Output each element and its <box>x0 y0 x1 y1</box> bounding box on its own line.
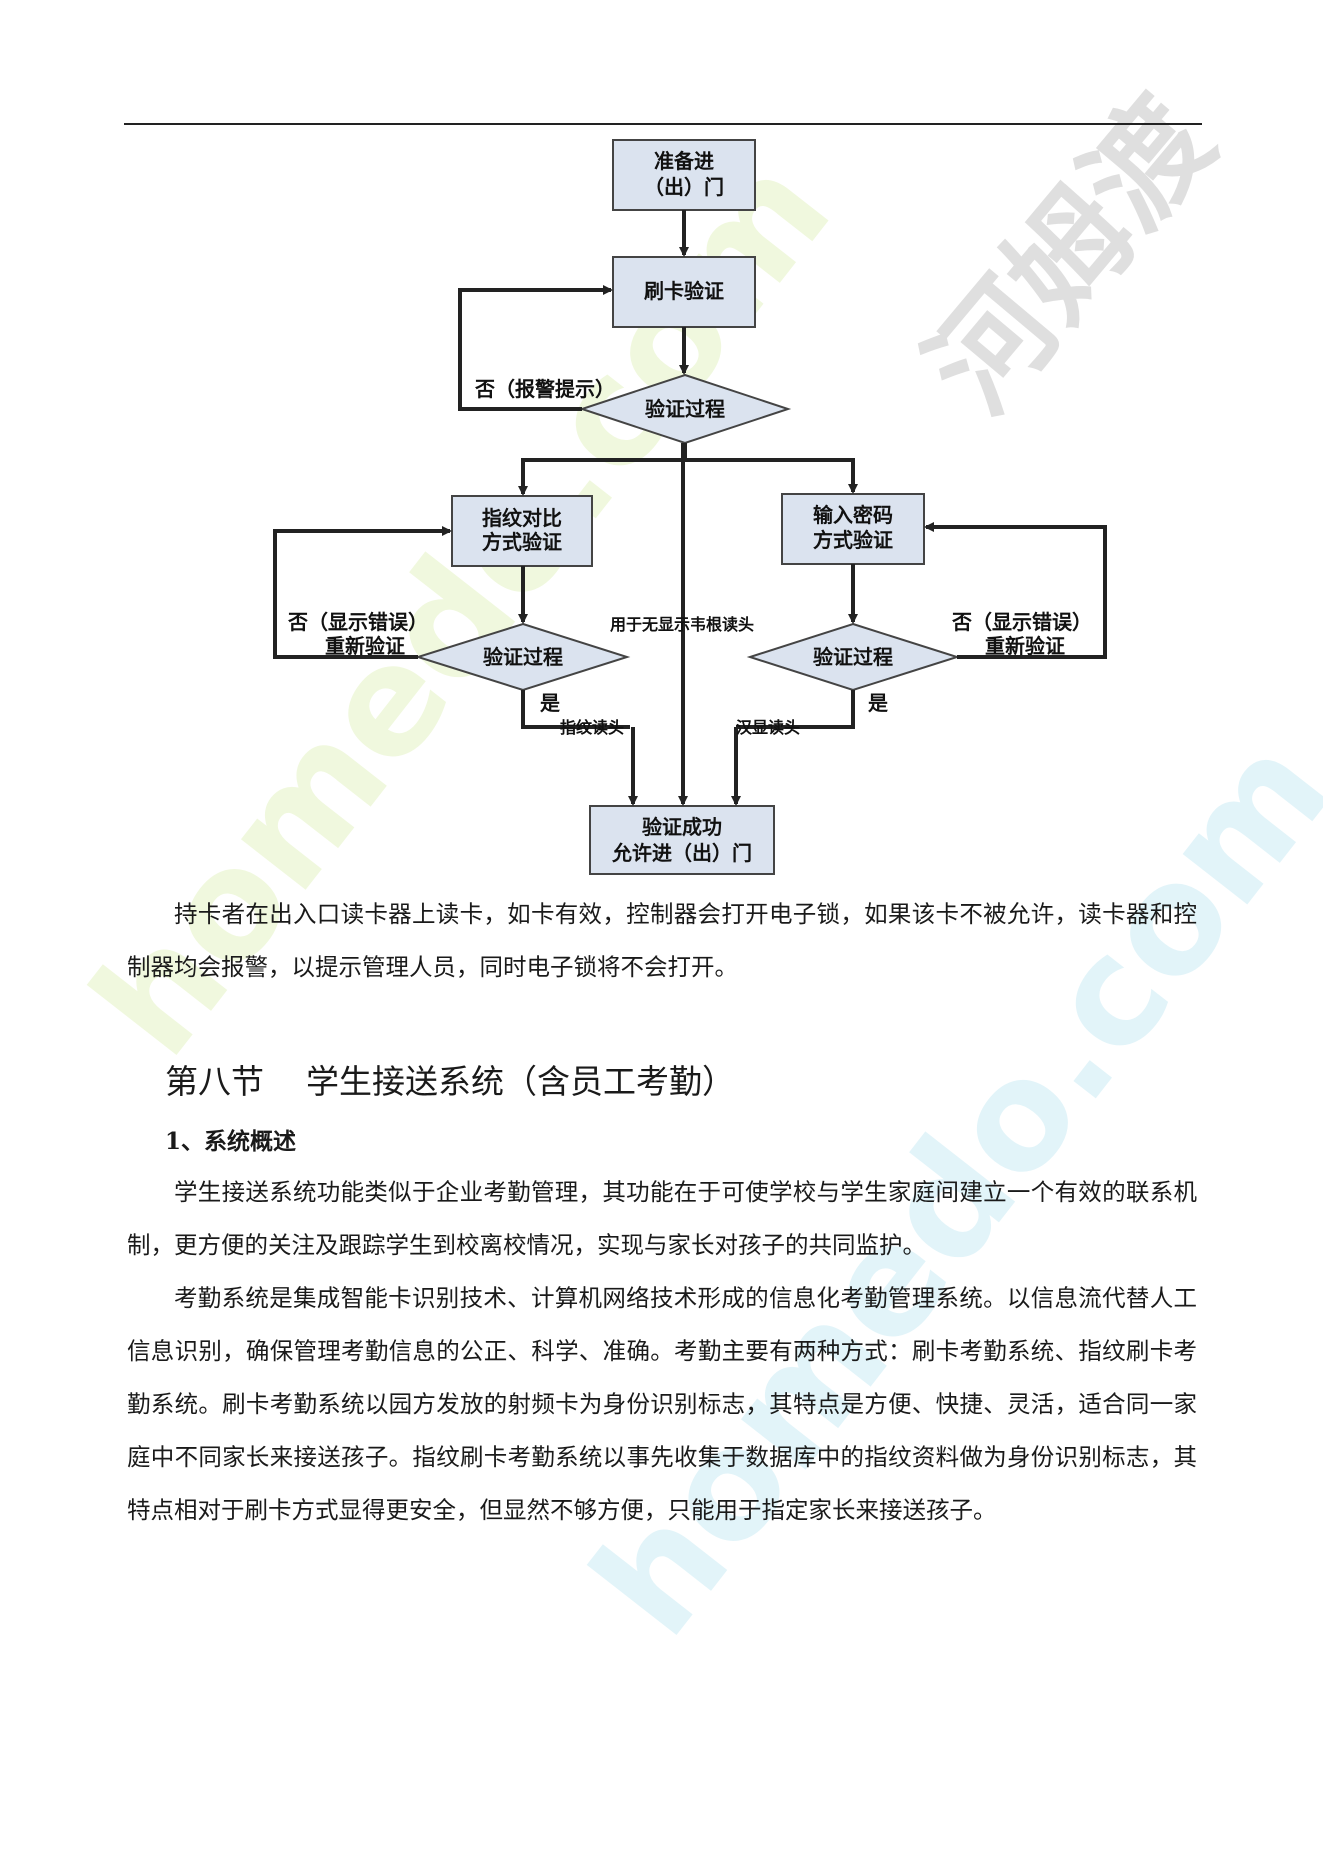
section-heading: 第八节 学生接送系统（含员工考勤） <box>165 1055 735 1103</box>
card-verify-box <box>612 256 756 328</box>
card-verify-label: 刷卡验证 <box>644 279 724 303</box>
paragraph-intro: 持卡者在出入口读卡器上读卡，如卡有效，控制器会打开电子锁，如果该卡不被允许，读卡… <box>127 900 1197 981</box>
yes-right-label: 是 <box>867 691 888 715</box>
password-label-2: 方式验证 <box>813 528 893 552</box>
verify-left-label: 验证过程 <box>483 645 563 669</box>
section-title: 学生接送系统（含员工考勤） <box>306 1062 735 1101</box>
fingerprint-box <box>451 495 593 567</box>
success-box <box>589 805 775 875</box>
no-alarm-label: 否（报警提示） <box>474 377 615 401</box>
start-label-2: （出）门 <box>644 175 724 199</box>
paragraph-2: 考勤系统是集成智能卡识别技术、计算机网络技术形成的信息化考勤管理系统。以信息流代… <box>127 1284 1197 1524</box>
arrow-no-alarm-loop <box>458 285 613 411</box>
start-label-1: 准备进 <box>654 149 714 173</box>
verify-main-label: 验证过程 <box>645 397 725 421</box>
fingerprint-label-1: 指纹对比 <box>482 506 562 530</box>
section-number: 第八节 <box>165 1062 264 1101</box>
fingerprint-label-2: 方式验证 <box>482 530 562 554</box>
line-right-yes <box>736 690 855 729</box>
arrow-verify-to-fingerprint <box>518 443 687 496</box>
verify-right-label: 验证过程 <box>813 645 893 669</box>
password-label-1: 输入密码 <box>813 503 893 527</box>
yes-left-label: 是 <box>539 691 560 715</box>
success-label-1: 验证成功 <box>642 815 722 839</box>
arrow-verify-to-password <box>685 458 858 494</box>
no-display-reader-label: 用于无显示韦根读头 <box>610 615 754 634</box>
success-label-2: 允许进（出）门 <box>611 841 752 865</box>
arrow-right-retry-loop <box>924 522 1107 659</box>
no-error-left-1: 否（显示错误） <box>287 610 428 634</box>
no-error-right-2: 重新验证 <box>985 634 1065 658</box>
no-error-right-1: 否（显示错误） <box>951 610 1092 634</box>
fingerprint-reader-label: 指纹读头 <box>560 718 624 737</box>
line-left-yes <box>521 690 630 729</box>
subsection-title: 1、系统概述 <box>165 1128 297 1155</box>
chinese-reader-label: 汉显读头 <box>736 718 800 737</box>
access-control-flowchart: 准备进 （出）门 刷卡验证 验证过程 否（报警提示） 指纹对比 方式验证 输入密… <box>273 139 1107 875</box>
no-error-left-2: 重新验证 <box>325 634 405 658</box>
paragraph-1: 学生接送系统功能类似于企业考勤管理，其功能在于可使学校与学生家庭间建立一个有效的… <box>127 1178 1197 1259</box>
header-rule <box>124 123 1202 125</box>
arrow-left-retry-loop <box>273 526 452 659</box>
